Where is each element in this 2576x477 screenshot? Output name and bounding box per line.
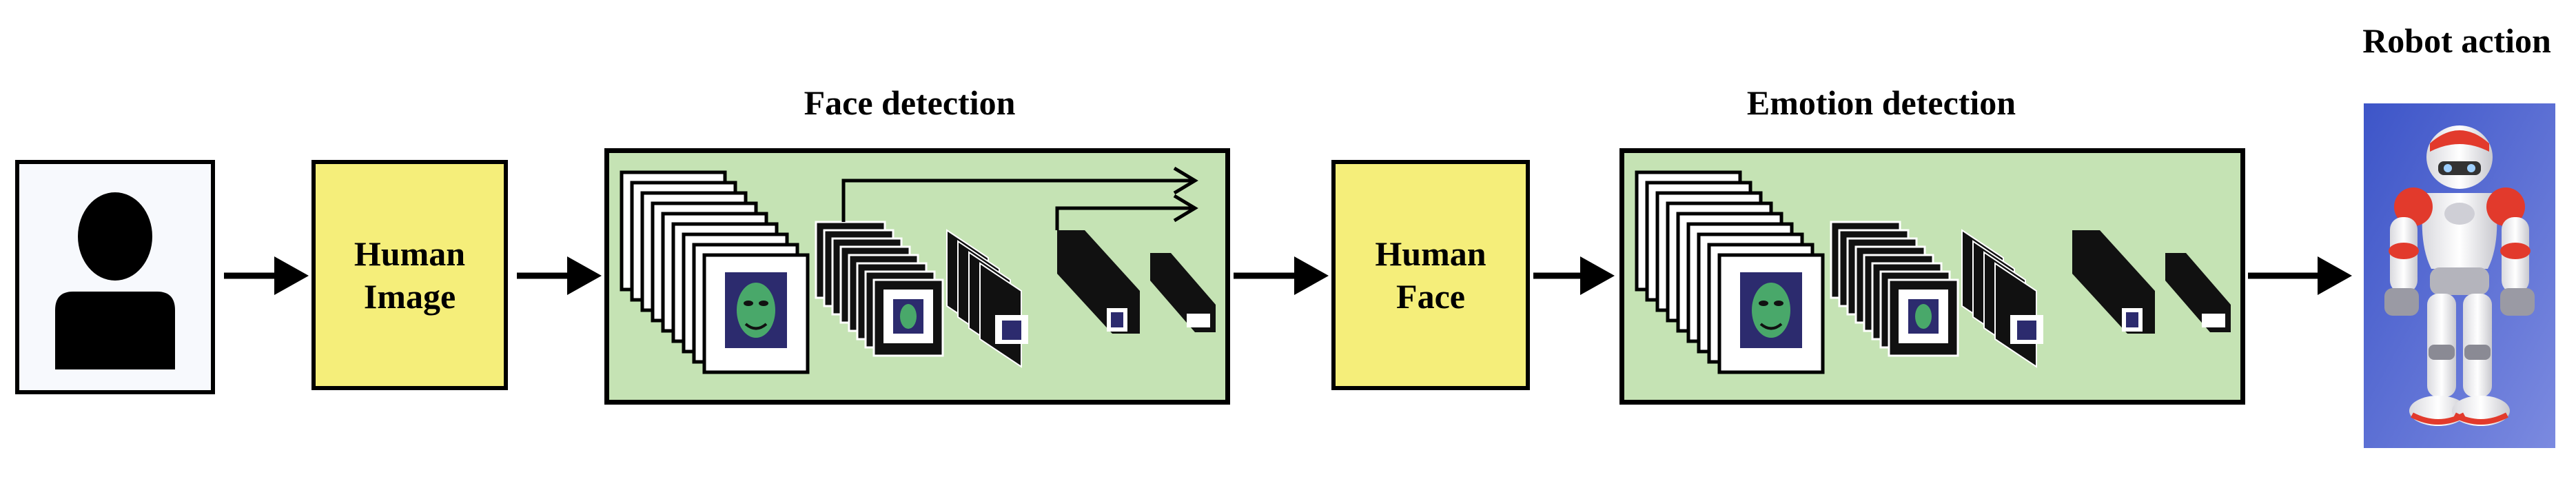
emotion-detection-panel (1619, 148, 2245, 405)
robot-image (2364, 103, 2555, 448)
output-layer-block (2165, 253, 2231, 332)
conv-layer-stack-1 (815, 221, 944, 357)
human-face-box: Human Face (1331, 160, 1530, 390)
face-detection-panel (604, 148, 1230, 405)
right-arrow-icon (1533, 256, 1615, 295)
conv-layer-stack-2 (946, 229, 1028, 368)
right-arrow-icon (224, 256, 309, 295)
face-thumbnail-icon (725, 272, 787, 348)
output-layer-block (1150, 253, 1216, 332)
person-silhouette-icon (55, 192, 175, 369)
human-image-line-2: Image (363, 277, 456, 316)
input-layer-stack (620, 170, 810, 374)
right-arrow-icon (1234, 256, 1329, 295)
robot-action-title: Robot action (2362, 21, 2551, 60)
input-layer-stack (1635, 170, 1825, 374)
emotion-detection-cnn (1635, 170, 2231, 374)
skip-connection-arrows (841, 166, 1198, 230)
dense-layer-block (2072, 230, 2155, 334)
human-image-box: Human Image (311, 160, 508, 390)
right-arrow-icon (2248, 256, 2352, 295)
input-person-box (15, 160, 215, 394)
dense-layer-block (1057, 230, 1140, 334)
humanoid-robot-icon (2364, 103, 2555, 448)
human-face-line-2: Face (1396, 277, 1465, 316)
conv-layer-stack-1 (1830, 221, 1959, 357)
emotion-detection-title: Emotion detection (1746, 83, 2016, 122)
human-face-line-1: Human (1375, 234, 1486, 273)
right-arrow-icon (517, 256, 602, 295)
face-detection-cnn (620, 166, 1216, 374)
conv-layer-stack-2 (1961, 229, 2043, 368)
face-thumbnail-icon (1740, 272, 1802, 348)
face-detection-title: Face detection (804, 83, 1016, 122)
human-image-line-1: Human (354, 234, 466, 273)
